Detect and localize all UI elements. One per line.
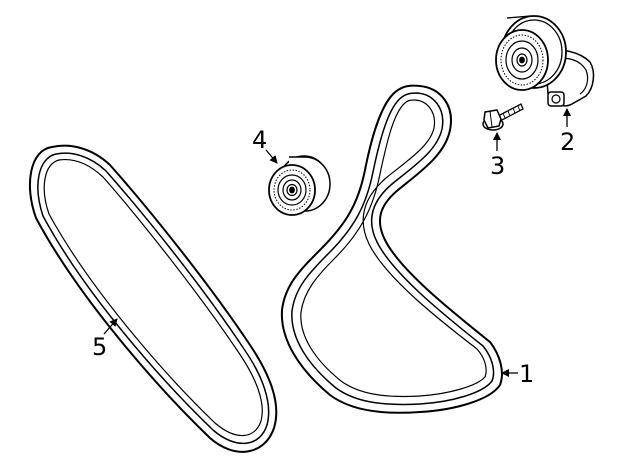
leader-line-4 xyxy=(265,149,278,164)
belt-main xyxy=(280,84,503,414)
leader-line-5 xyxy=(103,318,118,335)
belt-secondary xyxy=(29,144,278,453)
callout-label-5: 5 xyxy=(92,333,107,361)
callout-1: 1 xyxy=(501,360,534,388)
callout-label-3: 3 xyxy=(490,152,505,180)
tensioner xyxy=(495,15,595,107)
callout-5: 5 xyxy=(92,318,118,361)
idler-pulley xyxy=(268,155,331,216)
callout-label-2: 2 xyxy=(560,128,575,156)
bolt xyxy=(482,103,524,131)
callout-2: 2 xyxy=(560,108,575,156)
callout-3: 3 xyxy=(490,132,505,180)
callout-label-4: 4 xyxy=(252,126,267,154)
callout-4: 4 xyxy=(252,126,278,164)
callout-label-1: 1 xyxy=(519,360,534,388)
